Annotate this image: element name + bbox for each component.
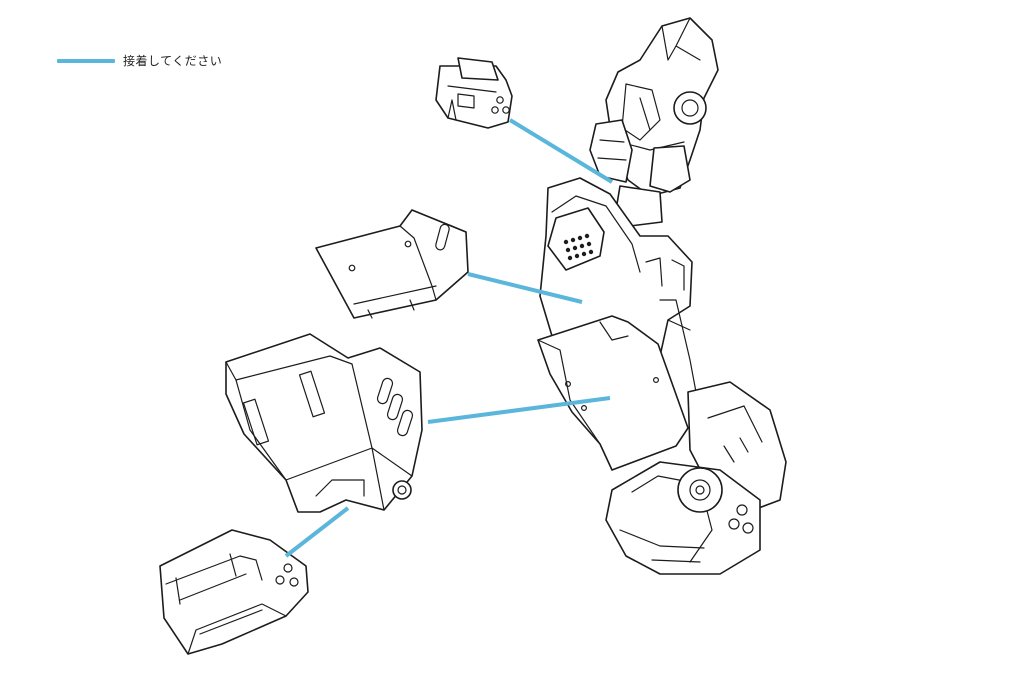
glue-line-foot <box>284 506 350 558</box>
glue-line-clip <box>508 118 614 184</box>
bracket-part <box>315 209 469 319</box>
small-clip-part <box>435 57 513 129</box>
legend: 接着してください <box>57 52 222 69</box>
body-block-part <box>225 333 423 513</box>
foot-block-part <box>159 529 309 655</box>
glue-line-bracket <box>467 272 583 304</box>
vent-holes <box>563 233 594 261</box>
glue-lines <box>284 118 614 558</box>
legend-label: 接着してください <box>123 54 223 68</box>
glue-line-body <box>427 396 611 424</box>
robot-arm-assembly <box>537 17 787 575</box>
glue-line-swatch <box>57 58 115 63</box>
